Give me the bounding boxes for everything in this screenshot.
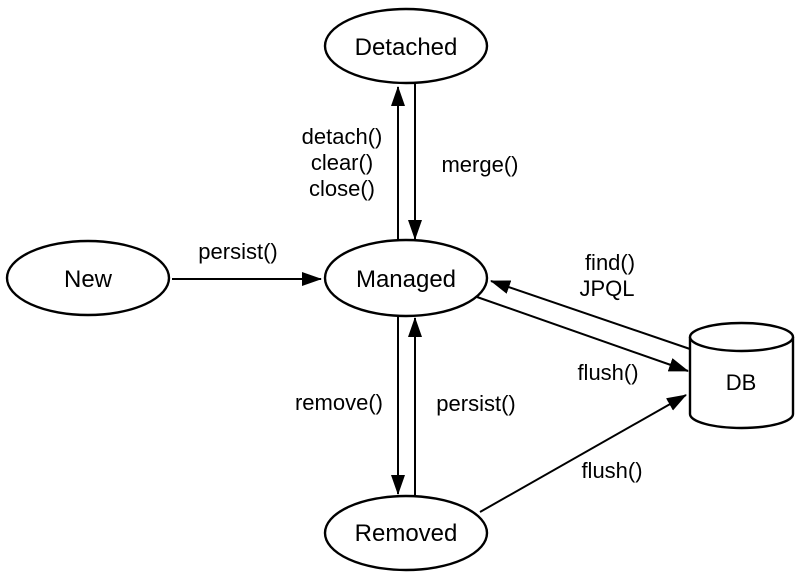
- state-label-new: New: [64, 266, 113, 293]
- state-node-managed: [323, 238, 489, 318]
- edge-label-flush-removed: flush(): [581, 458, 642, 483]
- edge-label-merge: merge(): [441, 152, 518, 177]
- state-node-new: [5, 239, 171, 317]
- edge-label-find: find(): [585, 250, 635, 275]
- edge-removed-to-db-flush: [479, 394, 687, 513]
- edge-label-flush-managed: flush(): [577, 360, 638, 385]
- state-label-removed: Removed: [355, 520, 458, 547]
- edge-label-close: close(): [309, 176, 375, 201]
- state-node-removed: [323, 494, 489, 572]
- state-label-managed: Managed: [356, 266, 456, 293]
- edge-label-detach: detach(): [302, 124, 383, 149]
- state-label-detached: Detached: [355, 34, 458, 61]
- edge-managed-to-db-flush: [476, 296, 689, 372]
- edge-label-jpql: JPQL: [579, 276, 634, 301]
- db-cylinder-top: [688, 321, 795, 353]
- edge-label-persist-bottom: persist(): [436, 391, 515, 416]
- db-label: DB: [726, 370, 757, 395]
- edge-db-to-managed-find: [490, 280, 691, 350]
- edge-label-clear: clear(): [311, 150, 373, 175]
- db-cylinder-body: [688, 337, 795, 430]
- state-node-detached: [323, 7, 489, 85]
- edge-label-remove: remove(): [295, 390, 383, 415]
- db-cylinder: [688, 321, 795, 430]
- edge-label-persist-top: persist(): [198, 239, 277, 264]
